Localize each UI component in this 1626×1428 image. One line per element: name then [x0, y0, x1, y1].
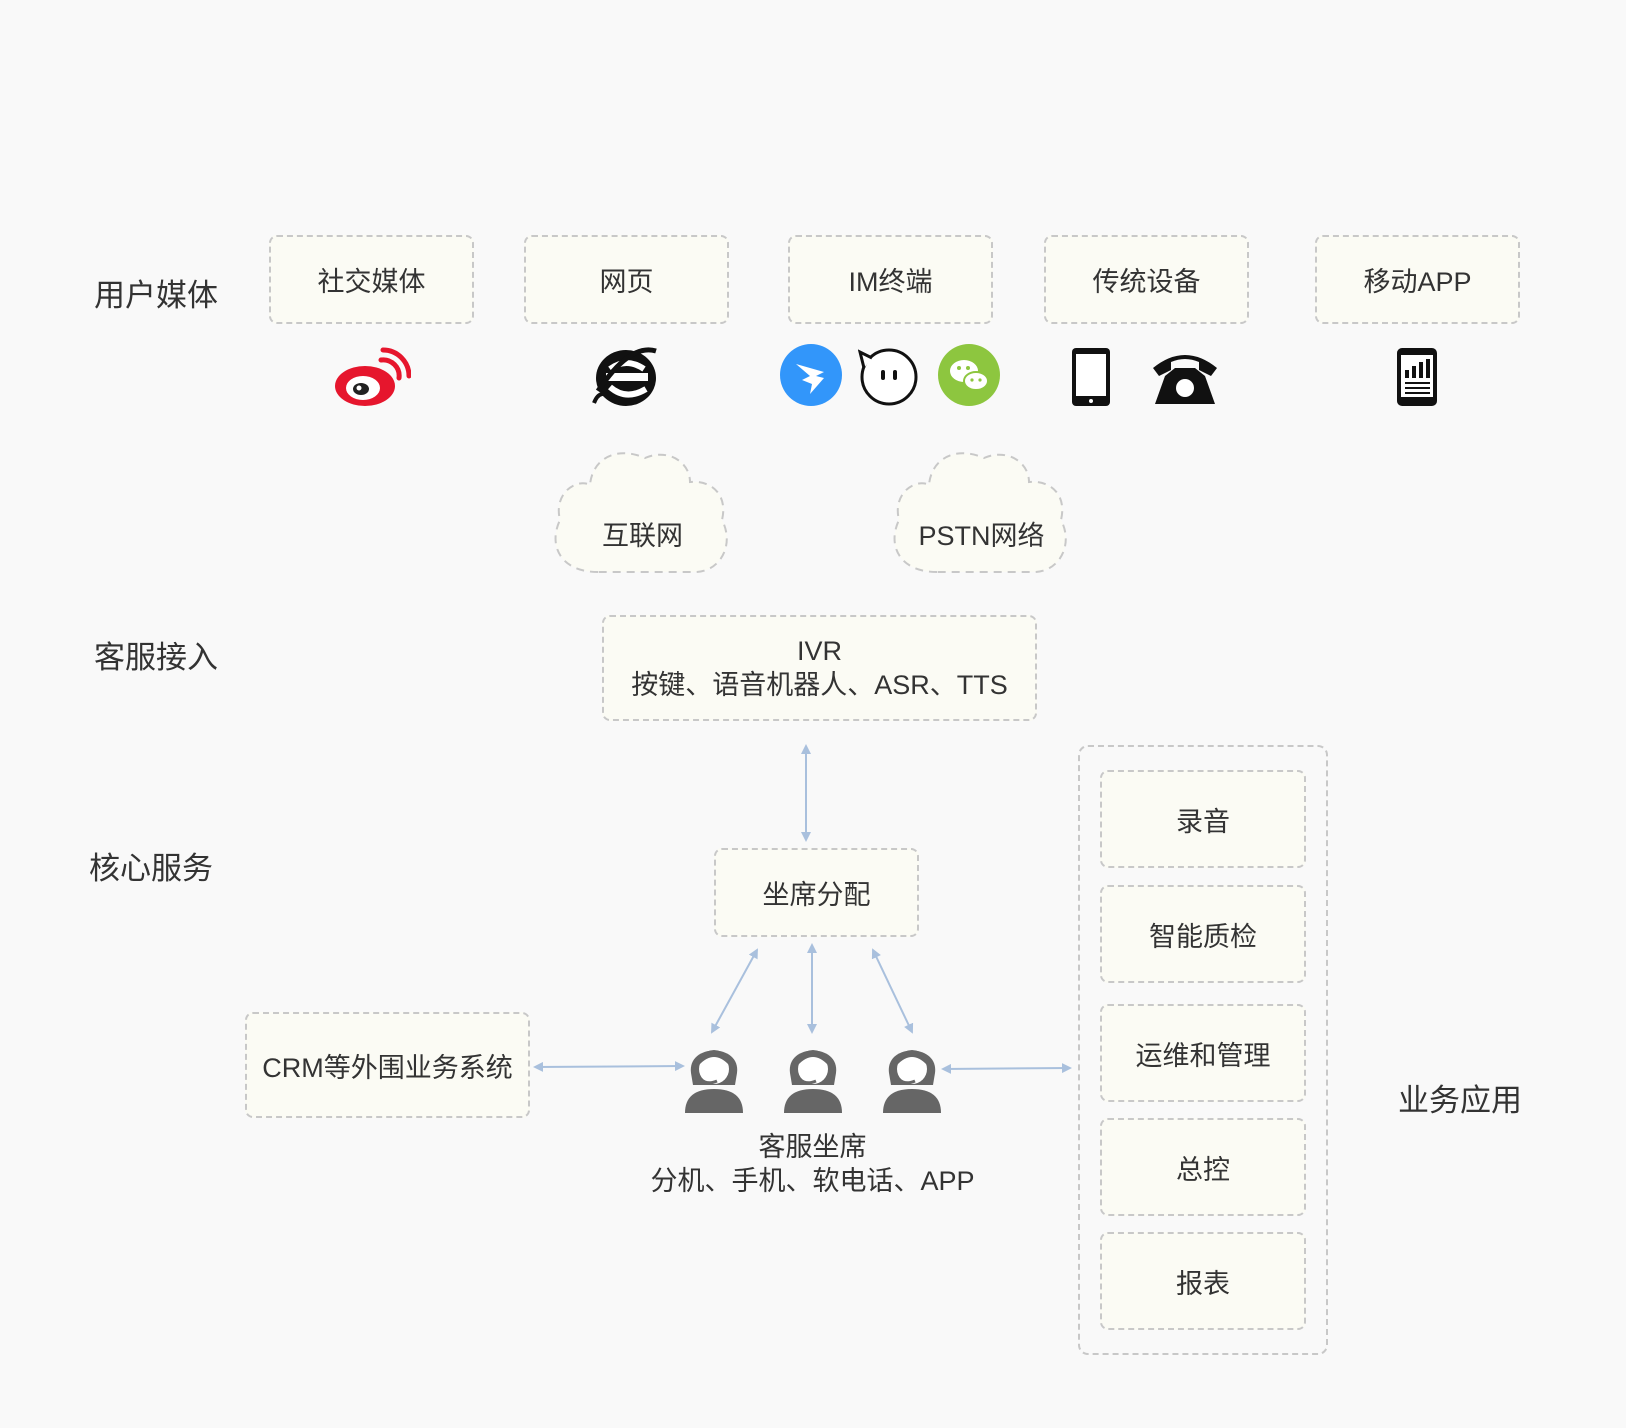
ivr-subtitle: 按键、语音机器人、ASR、TTS: [631, 670, 1008, 700]
layer-label-user-media: 用户媒体: [94, 278, 218, 313]
business-app-ops-management: 运维和管理: [1100, 1004, 1306, 1102]
channel-box-mobile-app: 移动APP: [1315, 235, 1520, 324]
weibo-icon: [335, 347, 411, 406]
dingtalk-icon: [780, 344, 842, 406]
wechat-icon: [938, 344, 1000, 406]
agent-subtitle: 分机、手机、软电话、APP: [650, 1166, 975, 1196]
business-apps-container: [1078, 745, 1328, 1355]
agent-caption: 客服坐席 分机、手机、软电话、APP: [640, 1130, 985, 1198]
dispatch-agent3-arrow: [871, 948, 914, 1034]
internet-explorer-icon: [592, 347, 657, 406]
channel-box-social-media: 社交媒体: [269, 235, 474, 324]
agent-headset-icon: [784, 1050, 842, 1113]
layer-label-core: 核心服务: [89, 851, 213, 886]
crm-agents-arrow: [533, 1061, 685, 1072]
ivr-box: IVR 按键、语音机器人、ASR、TTS: [602, 615, 1037, 721]
pstn-network-label: PSTN网络: [918, 521, 1045, 551]
layer-label-access: 客服接入: [94, 640, 218, 675]
business-app-reports: 报表: [1100, 1232, 1306, 1330]
tablet-app-icon: [1397, 348, 1437, 406]
business-app-smart-qa: 智能质检: [1100, 885, 1306, 983]
layer-label-business: 业务应用: [1398, 1083, 1522, 1118]
agent-dispatch-box: 坐席分配: [714, 848, 919, 937]
business-app-recording: 录音: [1100, 770, 1306, 868]
agent-headset-icon: [883, 1050, 941, 1113]
channel-box-im: IM终端: [788, 235, 993, 324]
ivr-title: IVR: [796, 636, 842, 666]
channel-box-traditional-device: 传统设备: [1044, 235, 1249, 324]
channel-box-web: 网页: [524, 235, 729, 324]
mobile-phone-icon: [1072, 348, 1110, 406]
business-app-master-control: 总控: [1100, 1118, 1306, 1216]
pstn-cloud: [893, 452, 1067, 573]
internet-label: 互联网: [602, 521, 683, 551]
dispatch-agent1-arrow: [711, 948, 758, 1034]
telephone-icon: [1153, 355, 1217, 404]
agents-business-arrow: [941, 1063, 1072, 1074]
agent-headset-icon: [685, 1050, 743, 1113]
qq-icon: [858, 348, 918, 406]
internet-cloud: [554, 452, 728, 573]
agent-title: 客服坐席: [758, 1132, 867, 1162]
crm-box: CRM等外围业务系统: [245, 1012, 530, 1118]
